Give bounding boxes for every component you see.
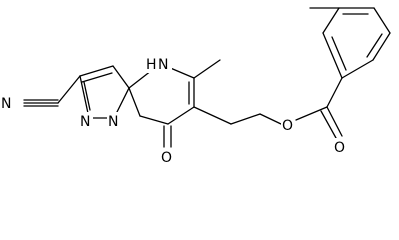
bond-benz-2b (366, 33, 383, 58)
bond-pyrazole-a (79, 65, 114, 77)
atom-nitrile-n: N (1, 96, 11, 112)
bond-pyr-4 (167, 106, 195, 125)
bond-benz-3 (373, 7, 391, 34)
ethyl-linker (193, 106, 282, 125)
atom-h: H (146, 57, 157, 73)
bond-linker-2 (230, 113, 261, 125)
atom-labels: N N N H N O O O (0, 55, 347, 166)
bond-ester-c-o2 (320, 110, 337, 139)
pyrazole-ring (79, 65, 130, 119)
atom-ester-o-single: O (282, 118, 293, 134)
bond-ring-methyl (193, 59, 221, 79)
atom-carbonyl-o: O (161, 150, 172, 166)
benzene-ring (322, 7, 391, 79)
molecule-svg: N N N H N O O O (0, 7, 391, 166)
bond-cn-ring (57, 75, 81, 104)
ester-group (295, 77, 343, 139)
bond-benz-5 (322, 7, 340, 34)
bond-benz-2 (372, 32, 391, 61)
bond-benz-6b (331, 36, 347, 71)
atom-pyrazole-n: N (80, 114, 90, 130)
atom-nh-n: N (158, 57, 168, 73)
bond-benz-6 (322, 32, 343, 79)
bond-pyrazole-e2 (83, 81, 91, 111)
molecule-diagram: N N N H N O O O (0, 7, 391, 166)
atom-bridge-n: N (108, 114, 118, 130)
bond-pyrazole-b (112, 65, 130, 89)
atom-ester-o-double: O (334, 140, 345, 156)
bond-pyr-6 (128, 87, 141, 117)
bond-pyrazole-a2 (81, 72, 113, 83)
bond-pyr-5 (139, 115, 169, 125)
bond-ester-c-o1 (326, 106, 343, 137)
bond-pyrazole-e (79, 75, 90, 119)
pyrimidinone-ring (128, 66, 195, 125)
bond-linker-3 (259, 113, 282, 125)
carbonyl-group (163, 125, 172, 148)
bond-ester-o-c (295, 106, 328, 121)
bond-ester-c-ring (326, 77, 343, 108)
nitrile-group (23, 75, 81, 107)
bond-benz-1 (341, 59, 374, 79)
bond-pyr-2 (167, 66, 195, 79)
bond-linker-1 (193, 106, 232, 125)
